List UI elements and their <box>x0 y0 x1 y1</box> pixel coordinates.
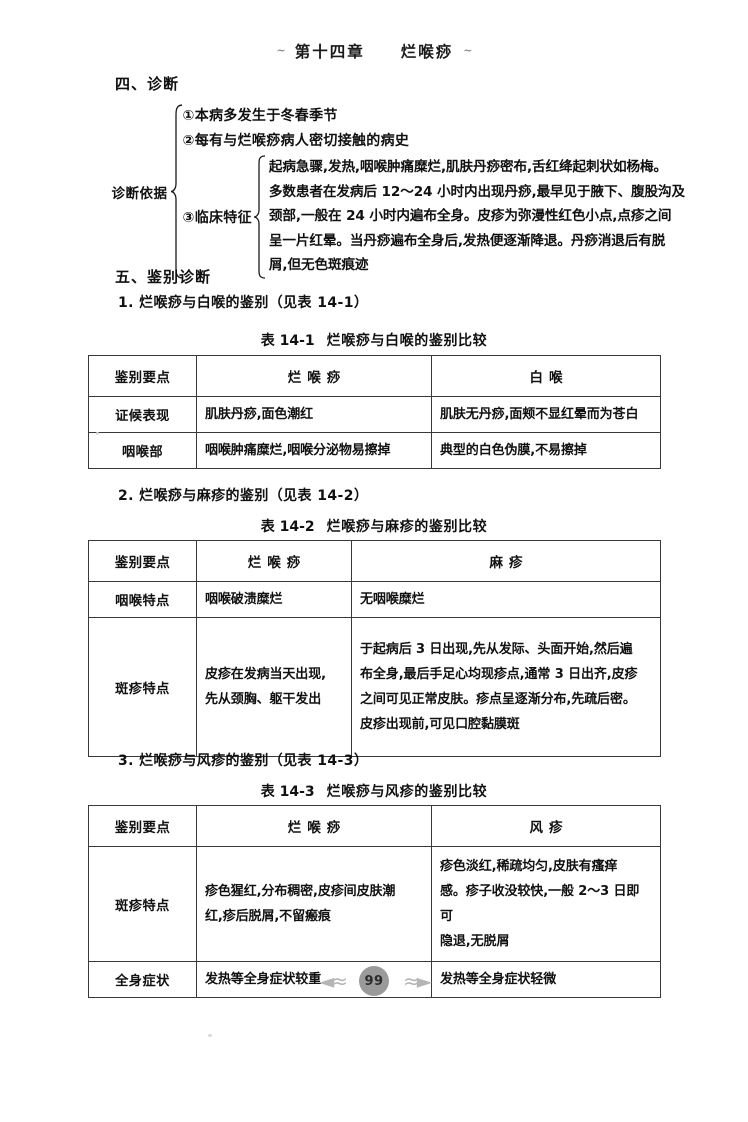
table-row: 斑疹特点 疹色猩红,分布稠密,皮疹间皮肤潮 红,疹后脱屑,不留瘢痕 疹色淡红,稀… <box>88 846 661 962</box>
subsection-3-label: 3. 烂喉痧与风疹的鉴别（见表 14-3） <box>118 753 369 769</box>
cell-line: 疹色淡红,稀疏均匀,皮肤有瘙痒 <box>440 859 618 874</box>
table-row: 全身症状 发热等全身症状较重 发热等全身症状轻微 <box>88 961 661 998</box>
header-col2: 烂喉痧 <box>196 805 432 847</box>
clinical-features-text: 起病急骤,发热,咽喉肿痛糜烂,肌肤丹痧密布,舌红绛起刺状如杨梅。 多数患者在发病… <box>266 155 685 279</box>
cell-line: 红,疹后脱屑,不留瘢痕 <box>205 909 331 924</box>
heading-differential-diagnosis: 五、鉴别诊断 <box>115 268 212 286</box>
diagnosis-brace-diagram: 诊断依据 ①本病多发生于冬春季节 ②每有与烂喉痧病人密切接触的病史 ③临床特征 <box>95 104 685 279</box>
cell-line: 之间可见正常皮肤。疹点呈逐渐分布,先疏后密。 <box>360 692 636 707</box>
table-2-number: 表 14-2 <box>260 519 315 535</box>
diagnosis-basis-label: 诊断依据 <box>111 185 168 202</box>
row-key: 证候表现 <box>88 396 197 433</box>
cell-line: 隐退,无脱屑 <box>440 934 510 949</box>
subsection-1-label: 1. 烂喉痧与白喉的鉴别（见表 14-1） <box>118 295 369 311</box>
table-3-number: 表 14-3 <box>260 784 315 800</box>
table-1-number: 表 14-1 <box>260 333 315 349</box>
running-head: ~ 第十四章 烂喉痧 ~ <box>0 40 748 62</box>
table-14-1: 鉴别要点 烂喉痧 白喉 证候表现 肌肤丹痧,面色潮红 肌肤无丹痧,面颊不显红晕而… <box>88 355 661 469</box>
table-3-caption: 表 14-3 烂喉痧与风疹的鉴别比较 <box>0 781 748 801</box>
header-col2: 烂喉痧 <box>196 540 352 582</box>
header-col2: 烂喉痧 <box>196 355 432 397</box>
row-col2: 发热等全身症状较重 <box>196 961 432 998</box>
heading-diagnosis: 四、诊断 <box>115 75 180 93</box>
row-col2: 咽喉破溃糜烂 <box>196 581 352 618</box>
row-col3: 于起病后 3 日出现,先从发际、头面开始,然后遍 布全身,最后手足心均现疹点,通… <box>351 617 661 757</box>
clinical-features-line: 多数患者在发病后 12～24 小时内出现丹痧,最早见于腋下、腹股沟及 <box>268 183 685 200</box>
row-key: 咽喉特点 <box>88 581 197 618</box>
chapter-title: 烂喉痧 <box>400 43 454 61</box>
clinical-features-line: 颈部,一般在 24 小时内遍布全身。皮疹为弥漫性红色小点,点疹之间 <box>268 208 672 224</box>
table-header-row: 鉴别要点 烂喉痧 风疹 <box>88 805 661 847</box>
diagnosis-item-1: ①本病多发生于冬春季节 <box>182 108 338 124</box>
head-left-ornament-icon: ~ <box>276 43 286 57</box>
header-key: 鉴别要点 <box>88 540 197 582</box>
outer-brace-icon <box>170 104 183 279</box>
row-col3: 无咽喉糜烂 <box>351 581 661 618</box>
head-right-ornament-icon: ~ <box>463 43 472 57</box>
header-col3: 麻疹 <box>351 540 661 582</box>
page-number-badge: 99 <box>359 966 389 996</box>
cell-line: 皮疹出现前,可见口腔黏膜斑 <box>360 717 520 732</box>
row-col3: 肌肤无丹痧,面颊不显红晕而为苍白 <box>431 396 661 433</box>
table-header-row: 鉴别要点 烂喉痧 麻疹 <box>88 540 661 582</box>
header-col3: 白喉 <box>431 355 661 397</box>
cell-line: 布全身,最后手足心均现疹点,通常 3 日出齐,皮疹 <box>360 667 638 682</box>
table-1-title: 烂喉痧与白喉的鉴别比较 <box>326 333 488 349</box>
header-key: 鉴别要点 <box>88 355 197 397</box>
row-col2: 肌肤丹痧,面色潮红 <box>196 396 432 433</box>
row-col3: 疹色淡红,稀疏均匀,皮肤有瘙痒 感。疹子收没较快,一般 2～3 日即可 隐退,无… <box>431 846 661 962</box>
table-row: 斑疹特点 皮疹在发病当天出现, 先从颈胸、躯干发出 于起病后 3 日出现,先从发… <box>88 617 661 757</box>
clinical-features-line: 屑,但无色斑痕迹 <box>268 257 369 273</box>
diagnosis-items: ①本病多发生于冬春季节 ②每有与烂喉痧病人密切接触的病史 ③临床特征 起病急骤,… <box>183 104 685 279</box>
row-col3: 发热等全身症状轻微 <box>431 961 661 998</box>
header-key: 鉴别要点 <box>88 805 197 847</box>
inner-brace-icon <box>253 155 266 279</box>
row-col2: 疹色猩红,分布稠密,皮疹间皮肤潮 红,疹后脱屑,不留瘢痕 <box>196 846 432 962</box>
diagnosis-item-3: ③临床特征 起病急骤,发热,咽喉肿痛糜烂,肌肤丹痧密布,舌红绛起刺状如杨梅。 多… <box>183 155 685 279</box>
row-key: 斑疹特点 <box>88 846 197 962</box>
row-key: 斑疹特点 <box>88 617 197 757</box>
table-3-title: 烂喉痧与风疹的鉴别比较 <box>326 784 488 800</box>
table-14-2: 鉴别要点 烂喉痧 麻疹 咽喉特点 咽喉破溃糜烂 无咽喉糜烂 斑疹特点 皮疹在发病… <box>88 540 661 757</box>
table-row: 咽喉特点 咽喉破溃糜烂 无咽喉糜烂 <box>88 581 661 618</box>
cell-line: 感。疹子收没较快,一般 2～3 日即可 <box>440 884 640 924</box>
clinical-features-label: ③临床特征 <box>182 210 252 226</box>
row-col2: 咽喉肿痛糜烂,咽喉分泌物易擦掉 <box>196 432 432 469</box>
table-row: 证候表现 肌肤丹痧,面色潮红 肌肤无丹痧,面颊不显红晕而为苍白 <box>88 396 661 433</box>
row-key: 全身症状 <box>88 961 197 998</box>
clinical-features-line: 起病急骤,发热,咽喉肿痛糜烂,肌肤丹痧密布,舌红绛起刺状如杨梅。 <box>268 159 667 175</box>
footer-right-ornament-icon: ≈► <box>403 969 432 993</box>
cell-line: 疹色猩红,分布稠密,皮疹间皮肤潮 <box>205 884 396 899</box>
cell-line: 皮疹在发病当天出现, <box>205 667 326 682</box>
table-header-row: 鉴别要点 烂喉痧 白喉 <box>88 355 661 397</box>
table-row: 咽喉部 咽喉肿痛糜烂,咽喉分泌物易擦掉 典型的白色伪膜,不易擦掉 <box>88 432 661 469</box>
cell-line: 于起病后 3 日出现,先从发际、头面开始,然后遍 <box>360 642 633 657</box>
table-1-caption: 表 14-1 烂喉痧与白喉的鉴别比较 <box>0 330 748 350</box>
table-2-caption: 表 14-2 烂喉痧与麻疹的鉴别比较 <box>0 516 748 536</box>
footer-left-ornament-icon: ◄≈ <box>318 969 348 993</box>
row-key: 咽喉部 <box>88 432 197 469</box>
diagnosis-basis-row: 诊断依据 ①本病多发生于冬春季节 ②每有与烂喉痧病人密切接触的病史 ③临床特征 <box>95 104 685 279</box>
chapter-number: 第十四章 <box>294 43 365 61</box>
clinical-features-line: 呈一片红晕。当丹痧遍布全身后,发热便逐渐降退。丹痧消退后有脱 <box>268 232 666 249</box>
diagnosis-item-2: ②每有与烂喉痧病人密切接触的病史 <box>182 133 410 149</box>
row-col2: 皮疹在发病当天出现, 先从颈胸、躯干发出 <box>196 617 352 757</box>
row-col3: 典型的白色伪膜,不易擦掉 <box>431 432 661 469</box>
table-14-3: 鉴别要点 烂喉痧 风疹 斑疹特点 疹色猩红,分布稠密,皮疹间皮肤潮 红,疹后脱屑… <box>88 805 661 998</box>
cell-line: 先从颈胸、躯干发出 <box>205 692 322 707</box>
subsection-2-label: 2. 烂喉痧与麻疹的鉴别（见表 14-2） <box>118 488 369 504</box>
scan-speck <box>208 1034 212 1037</box>
table-2-title: 烂喉痧与麻疹的鉴别比较 <box>326 519 488 535</box>
header-col3: 风疹 <box>431 805 661 847</box>
page-footer: ◄≈ 99 ≈► <box>0 966 748 996</box>
scan-speck <box>96 432 99 435</box>
